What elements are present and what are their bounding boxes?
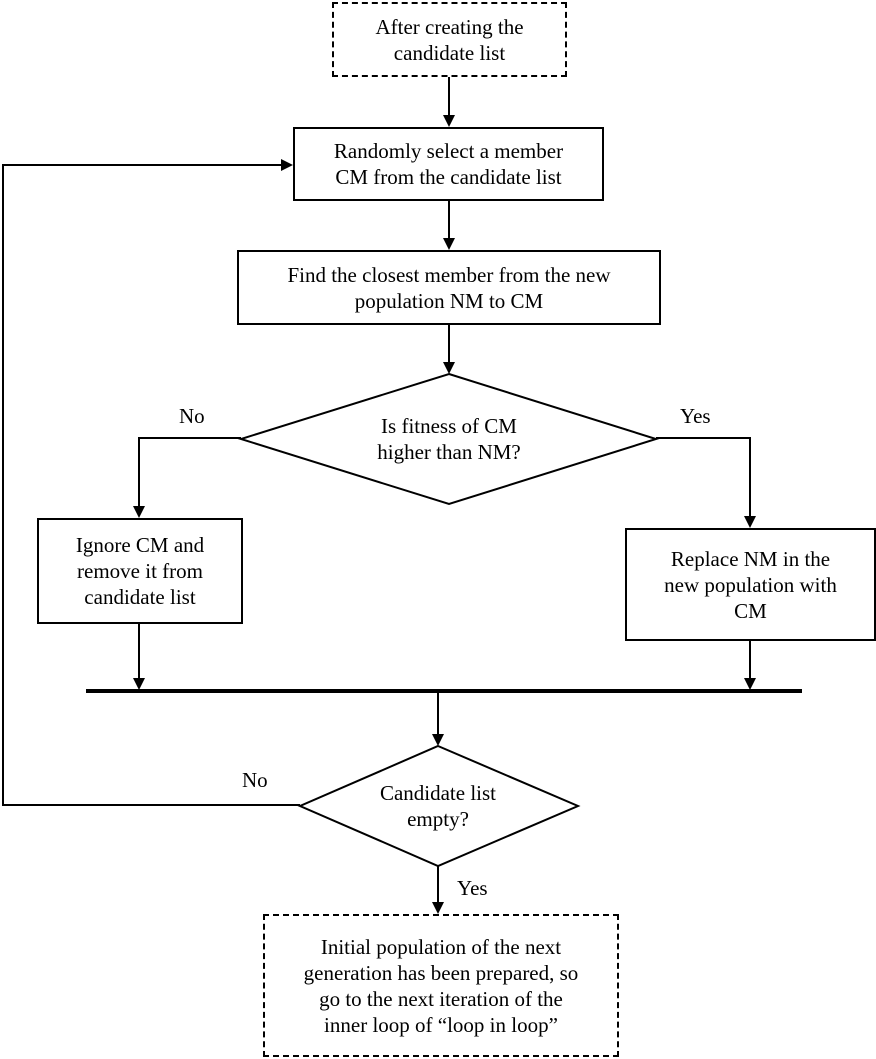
arrow-empty-no-loop (2, 159, 300, 806)
ignore-cm-box: Ignore CM and remove it from candidate l… (37, 518, 243, 624)
replace-nm-box: Replace NM in the new population with CM (625, 528, 876, 641)
fitness-decision-text: Is fitness of CM higher than NM? (377, 414, 521, 464)
fitness-decision-diamond (237, 372, 660, 506)
start-node: After creating the candidate list (332, 2, 567, 77)
arrow-fitness-no (133, 437, 241, 518)
label-empty-no: No (242, 768, 268, 792)
label-empty-yes: Yes (457, 876, 488, 900)
end-node: Initial population of the next generatio… (263, 914, 619, 1057)
select-member-box: Randomly select a member CM from the can… (293, 127, 604, 201)
empty-decision-text: Candidate list empty? (379, 781, 497, 831)
arrow-fitness-yes (656, 437, 756, 528)
find-closest-box: Find the closest member from the new pop… (237, 250, 661, 325)
label-fitness-yes: Yes (680, 404, 711, 428)
label-fitness-no: No (179, 404, 205, 428)
